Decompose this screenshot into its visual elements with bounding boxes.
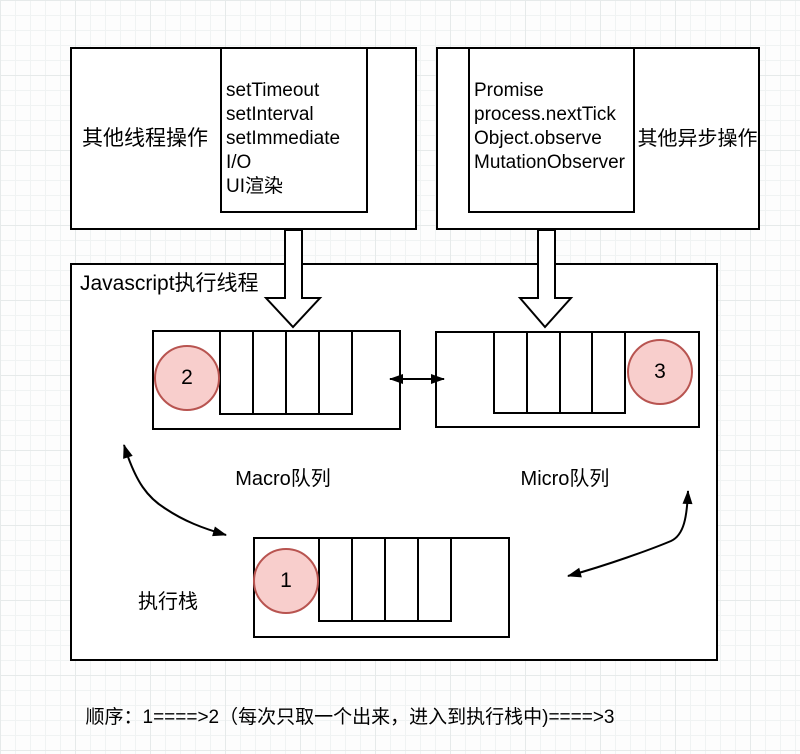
sequence-note: 顺序：1====>2（每次只取一个出来，进入到执行栈中)====>3 bbox=[85, 707, 615, 728]
queue-slot-cell bbox=[528, 333, 561, 412]
other-async-api-list: Promise process.nextTick Object.observe … bbox=[474, 79, 625, 175]
queue-slot-cell bbox=[287, 332, 320, 413]
other-async-label: 其他异步操作 bbox=[637, 127, 758, 150]
micro-queue-slots bbox=[493, 331, 626, 414]
queue-slot-cell bbox=[254, 332, 287, 413]
queue-slot-cell bbox=[419, 539, 450, 620]
api-list-item: Object.observe bbox=[474, 128, 602, 149]
macro-queue-label: Macro队列 bbox=[235, 468, 331, 490]
api-list-item: UI渲染 bbox=[226, 176, 284, 197]
js-thread-label: Javascript执行线程 bbox=[80, 272, 259, 295]
queue-slot-cell bbox=[221, 332, 254, 413]
api-list-item: I/O bbox=[226, 152, 252, 173]
other-threads-api-box bbox=[220, 47, 368, 213]
queue-slot-cell bbox=[593, 333, 624, 412]
micro-queue-label: Micro队列 bbox=[520, 468, 610, 490]
queue-slot-cell bbox=[320, 332, 351, 413]
exec-stack-number-circle: 1 bbox=[253, 548, 319, 614]
micro-queue-number-circle: 3 bbox=[627, 339, 693, 405]
api-list-item: setInterval bbox=[226, 104, 314, 125]
macro-queue-number-circle: 2 bbox=[154, 345, 220, 411]
queue-slot-cell bbox=[561, 333, 594, 412]
queue-slot-cell bbox=[320, 539, 353, 620]
other-threads-label: 其他线程操作 bbox=[82, 126, 208, 150]
exec-stack-label: 执行栈 bbox=[138, 591, 198, 613]
api-list-item: MutationObserver bbox=[474, 152, 626, 173]
exec-stack-slots bbox=[318, 537, 452, 622]
api-list-item: setTimeout bbox=[226, 80, 320, 101]
queue-slot-cell bbox=[495, 333, 528, 412]
api-list-item: process.nextTick bbox=[474, 104, 616, 125]
api-list-item: setImmediate bbox=[226, 128, 341, 149]
api-list-item: Promise bbox=[474, 80, 544, 101]
macro-queue-slots bbox=[219, 330, 353, 415]
queue-slot-cell bbox=[386, 539, 419, 620]
queue-slot-cell bbox=[353, 539, 386, 620]
other-async-api-box bbox=[468, 47, 635, 213]
other-threads-api-list: setTimeout setInterval setImmediate I/O … bbox=[226, 79, 340, 199]
